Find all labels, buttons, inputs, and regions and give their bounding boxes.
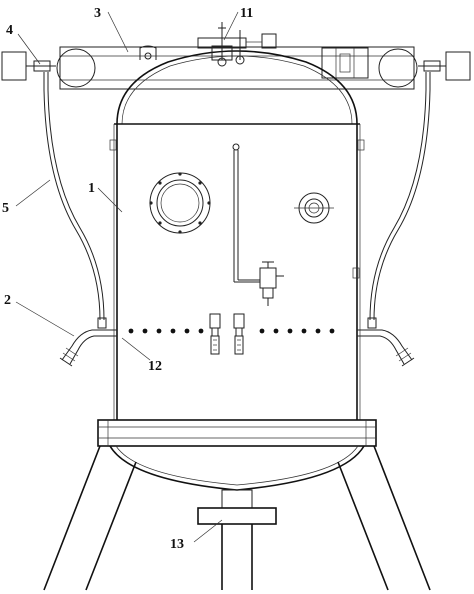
bottom-discharge-outlet bbox=[197, 489, 277, 590]
label-1: 1 bbox=[88, 181, 95, 196]
bottom-support-ring bbox=[97, 419, 377, 447]
left-counterweight bbox=[1, 48, 96, 88]
middle-drain-valves bbox=[209, 313, 245, 355]
label-3: 3 bbox=[94, 6, 101, 21]
top-valve-fitting bbox=[197, 22, 277, 67]
sight-glass-large bbox=[149, 172, 211, 234]
left-leg bbox=[43, 445, 137, 591]
label-4: 4 bbox=[6, 23, 13, 38]
right-spray-nozzle bbox=[357, 329, 415, 367]
vessel-bottom-head bbox=[109, 445, 365, 491]
top-support-beam bbox=[59, 45, 415, 90]
vessel-top-head bbox=[114, 50, 360, 125]
right-flexible-hose bbox=[367, 72, 431, 329]
right-counterweight bbox=[378, 48, 471, 88]
label-12: 12 bbox=[148, 359, 162, 374]
left-spray-nozzle bbox=[59, 329, 117, 367]
sight-glass-small bbox=[294, 192, 334, 224]
label-5: 5 bbox=[2, 201, 9, 216]
spray-nozzle-row bbox=[128, 328, 335, 334]
right-leg bbox=[337, 445, 431, 591]
thermometer-pipe bbox=[232, 143, 284, 306]
vessel-body bbox=[109, 124, 365, 420]
label-13: 13 bbox=[170, 537, 184, 552]
label-11: 11 bbox=[240, 6, 253, 21]
left-flexible-hose bbox=[43, 72, 107, 329]
leader-lines bbox=[15, 11, 239, 543]
label-2: 2 bbox=[4, 293, 11, 308]
